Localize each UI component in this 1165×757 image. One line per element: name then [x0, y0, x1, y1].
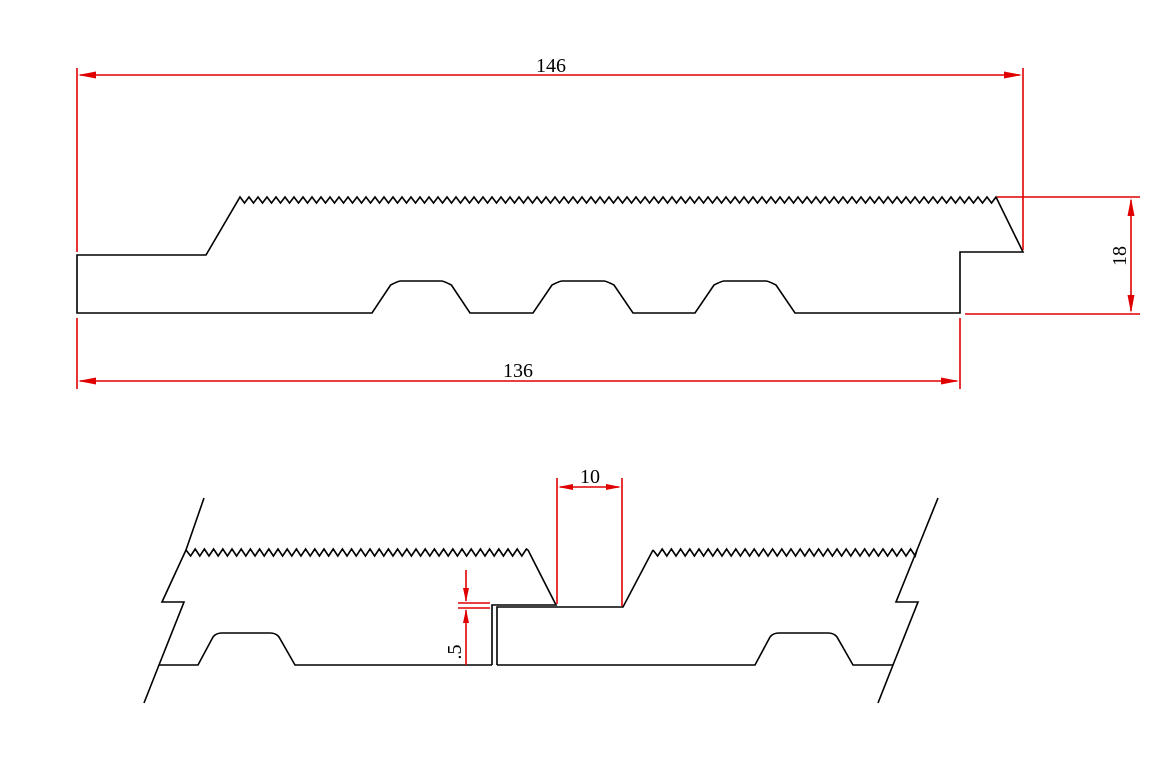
- right-board-bottom-edge: [497, 632, 893, 666]
- dimension-label-10: 10: [580, 466, 600, 488]
- right-board-top-edge: [652, 547, 918, 558]
- arrow-right: [606, 484, 621, 490]
- dimension-gap: .5: [444, 570, 490, 665]
- arrow-up: [463, 609, 469, 623]
- arrow-bottom: [1127, 295, 1135, 313]
- dimension-thickness: 18: [965, 196, 1140, 315]
- dimension-body-width: 136: [76, 318, 961, 389]
- left-board-joint-edge: [491, 549, 558, 665]
- dimension-label-gap: .5: [444, 645, 466, 660]
- left-board-bottom-edge: [159, 632, 492, 666]
- dimension-total-width: 146: [76, 55, 1024, 252]
- arrow-left: [78, 377, 96, 385]
- dimension-label-18: 18: [1109, 246, 1131, 266]
- arrow-left: [558, 484, 573, 490]
- dimension-joint-width: 10: [556, 466, 623, 606]
- break-line-right: [877, 497, 939, 704]
- left-board-top-edge: [185, 547, 529, 558]
- arrow-down: [463, 588, 469, 602]
- arrow-right: [1004, 71, 1022, 79]
- board-profile-view: [76, 195, 1025, 314]
- dimension-label-136: 136: [503, 360, 533, 382]
- joint-detail-view: [143, 497, 939, 704]
- right-board-joint-edge: [496, 549, 654, 665]
- arrow-top: [1127, 198, 1135, 216]
- board-profile-outline: [76, 195, 1025, 314]
- arrow-right: [941, 377, 959, 385]
- break-line-left: [143, 497, 205, 704]
- arrow-left: [78, 71, 96, 79]
- dimension-label-146: 146: [536, 55, 566, 77]
